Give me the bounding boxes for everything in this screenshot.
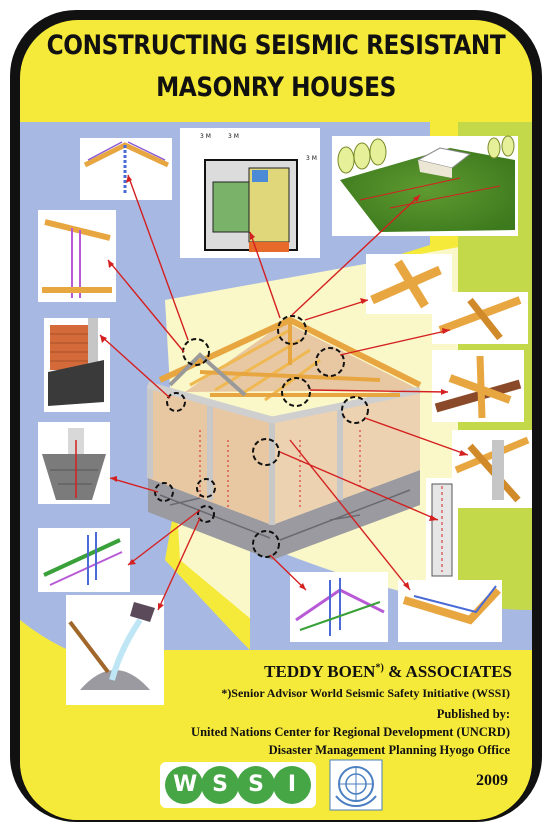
timber-joint-thumb-3 (432, 350, 524, 422)
title-line-2: MASONRY HOUSES (156, 72, 396, 103)
author-line: TEDDY BOEN*) & ASSOCIATES (264, 662, 512, 682)
wssi-letter-i: I (287, 772, 297, 797)
plan-dim-1: 3 M (200, 133, 211, 140)
rebar-corner-thumb-2 (398, 580, 502, 642)
author-name: TEDDY BOEN (264, 662, 376, 681)
publication-year: 2009 (476, 772, 508, 789)
wssi-letter-s2: S (248, 772, 264, 797)
roof-truss-joint-thumb (80, 138, 172, 200)
plan-dim-2: 3 M (228, 133, 239, 140)
wssi-logo (160, 762, 316, 808)
published-by-label: Published by: (436, 707, 510, 721)
stone-foundation-thumb (38, 422, 110, 504)
author-suffix: & ASSOCIATES (383, 662, 512, 681)
house-site-thumb (332, 135, 518, 236)
publisher-line-2: Disaster Management Planning Hyogo Offic… (268, 743, 510, 757)
publisher-line-1: United Nations Center for Regional Devel… (191, 725, 510, 739)
arrow-heads (100, 175, 468, 610)
brick-wall-corner-thumb (44, 318, 110, 412)
column-section-thumb (426, 478, 458, 580)
wssi-letter-s1: S (212, 772, 228, 797)
detail-circles (154, 315, 369, 558)
author-footnote: *)Senior Advisor World Seismic Safety In… (221, 686, 510, 700)
un-logo (329, 759, 383, 811)
plan-dim-3: 3 M (306, 155, 317, 162)
concrete-mixing-thumb (66, 595, 164, 705)
wssi-letter-w: W (173, 772, 198, 797)
rebar-corner-thumb-1 (290, 572, 388, 642)
timber-joint-thumb-2 (432, 292, 528, 344)
callout-arrows (99, 174, 469, 611)
timber-joint-thumb-4 (452, 430, 532, 508)
title-line-1: CONSTRUCTING SEISMIC RESISTANT (46, 30, 506, 61)
tie-beam-column-thumb (38, 210, 116, 302)
author-marker: *) (375, 662, 384, 674)
rebar-cage-thumb (38, 528, 130, 592)
